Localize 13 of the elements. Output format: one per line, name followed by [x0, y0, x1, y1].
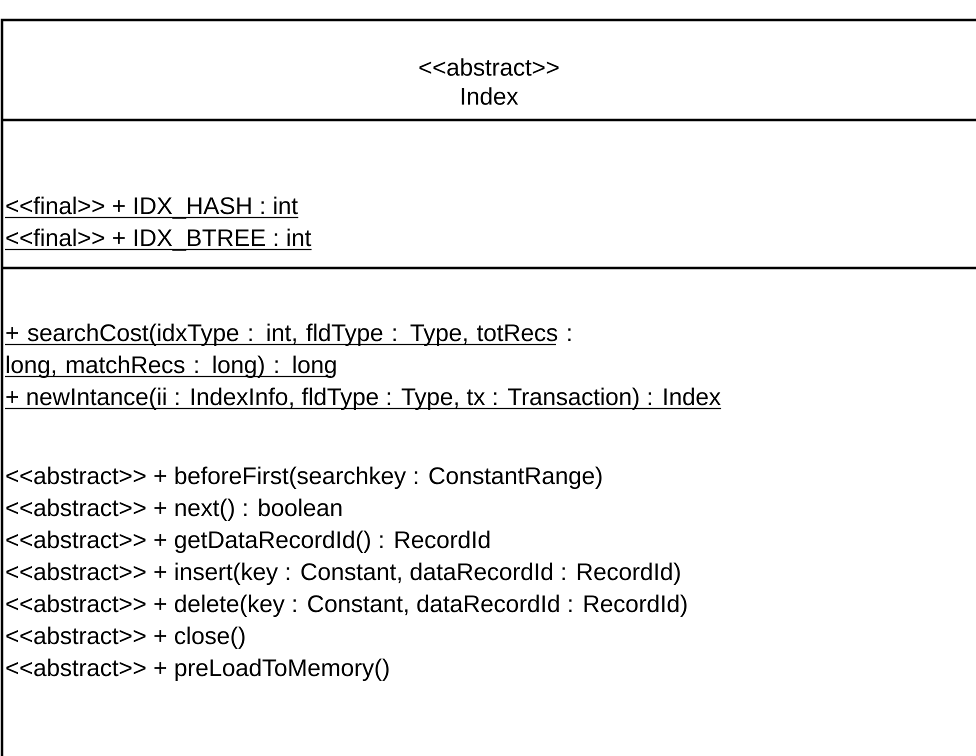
method-text: <<abstract>> + insert(key : Constant, dataRecordId : RecordId)	[6, 562, 680, 585]
method-text: <<abstract>> + next() : boolean	[6, 498, 342, 521]
method-text: <<abstract>> + preLoadToMemory()	[6, 658, 389, 681]
class-name: <<abstract>> Index	[419, 58, 559, 105]
method-text: <<abstract>> + close()	[6, 626, 244, 649]
method-text: + newIntance(ii : IndexInfo, fldType : Type, tx : Transaction) : Index	[5, 388, 722, 410]
attribute-text: <<final>> + IDX_HASH : int	[5, 196, 298, 219]
method-text: + searchCost(idxType : int, fldType : Type, totRecs : long, matchRecs : long) : long	[5, 324, 571, 378]
method-text: <<abstract>> + delete(key : Constant, dataRecordId : RecordId)	[6, 594, 686, 617]
attribute-text: <<final>> + IDX_BTREE : int	[5, 228, 312, 251]
method-text: <<abstract>> + getDataRecordId() : RecordId	[6, 530, 490, 553]
method-text: <<abstract>> + beforeFirst(searchkey : ConstantRange)	[6, 466, 602, 489]
class-box	[0, 18, 976, 756]
